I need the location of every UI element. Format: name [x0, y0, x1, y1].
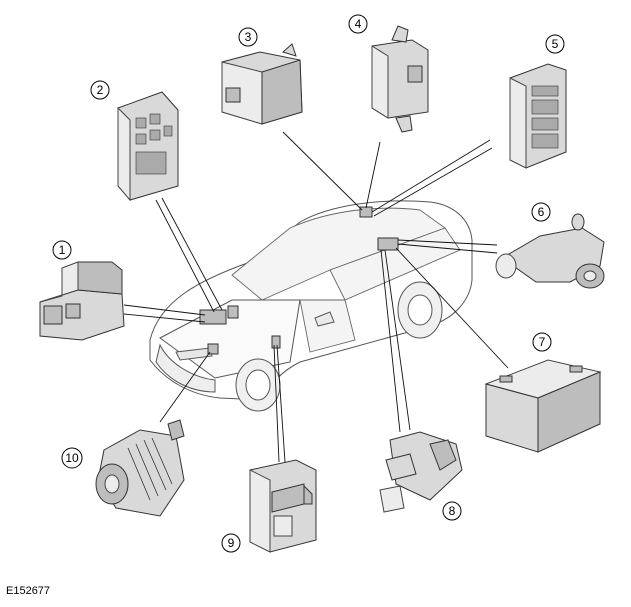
callout-6: 6 — [531, 202, 551, 222]
component-6-terminal — [495, 213, 605, 289]
component-7-battery — [484, 359, 602, 453]
callout-2: 2 — [90, 80, 110, 100]
vehicle-illustration — [149, 200, 473, 412]
component-4-module — [371, 25, 429, 133]
callout-8: 8 — [442, 501, 462, 521]
figure-reference-code: E152677 — [6, 585, 51, 597]
leader-lines — [123, 131, 509, 463]
callout-6-label: 6 — [538, 205, 545, 219]
callout-1: 1 — [52, 240, 72, 260]
callout-7: 7 — [532, 332, 552, 352]
component-5-module — [509, 63, 567, 169]
component-8-module — [379, 431, 463, 513]
callout-10: 10 — [61, 447, 83, 469]
callout-9-label: 9 — [228, 536, 235, 550]
component-3-module — [221, 43, 303, 125]
callout-10-label: 10 — [65, 451, 79, 465]
callout-9: 9 — [221, 533, 241, 553]
callout-3-label: 3 — [245, 30, 252, 44]
callout-3: 3 — [238, 27, 258, 47]
callout-4-label: 4 — [355, 17, 362, 31]
callout-5: 5 — [545, 34, 565, 54]
callout-1-label: 1 — [59, 243, 66, 257]
callout-8-label: 8 — [449, 504, 456, 518]
component-10-generator — [95, 419, 185, 517]
callout-7-label: 7 — [539, 335, 546, 349]
callout-4: 4 — [348, 14, 368, 34]
callout-2-label: 2 — [97, 83, 104, 97]
callout-5-label: 5 — [552, 37, 559, 51]
component-2-module — [117, 91, 179, 202]
component-1-module — [39, 261, 125, 341]
component-9-module — [249, 459, 317, 553]
callouts: 1 2 3 4 5 6 7 8 — [52, 14, 565, 553]
